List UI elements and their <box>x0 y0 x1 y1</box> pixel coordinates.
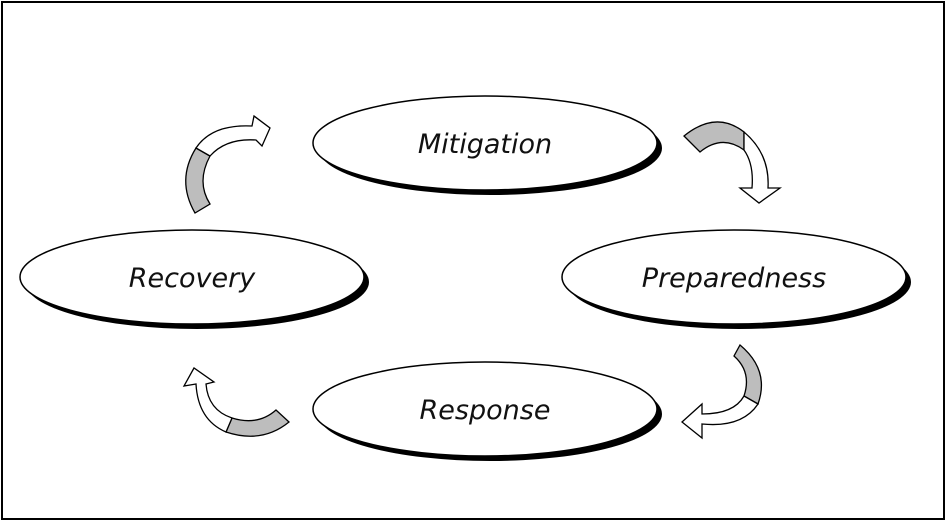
node-ellipse <box>312 95 658 191</box>
node-recovery: Recovery <box>19 229 369 329</box>
arrow-response-to-recovery-icon <box>182 367 290 437</box>
node-label-mitigation: Mitigation <box>418 129 552 160</box>
arrow-recovery-to-mitigation-icon <box>185 114 271 214</box>
node-ellipse <box>312 361 658 457</box>
node-ellipse <box>561 229 907 325</box>
node-mitigation: Mitigation <box>312 95 662 195</box>
arrow-mitigation-to-preparedness-icon <box>683 121 783 204</box>
node-preparedness: Preparedness <box>561 229 911 329</box>
node-label-recovery: Recovery <box>129 263 256 294</box>
arrow-preparedness-to-response-icon <box>680 343 762 440</box>
node-ellipse <box>19 229 365 325</box>
node-response: Response <box>312 361 662 461</box>
node-label-preparedness: Preparedness <box>642 263 826 294</box>
node-label-response: Response <box>420 395 551 426</box>
